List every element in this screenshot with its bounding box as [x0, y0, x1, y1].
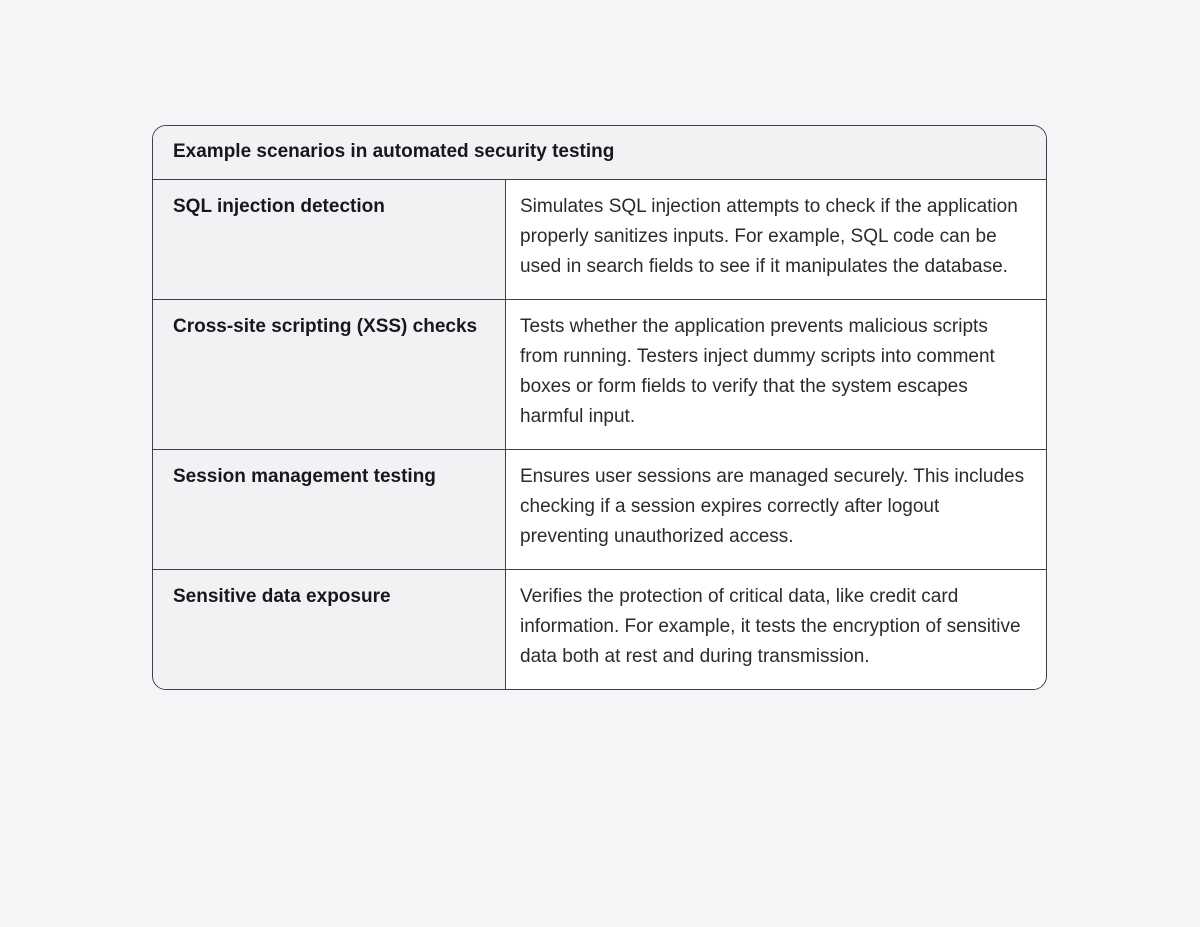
- table-title: Example scenarios in automated security …: [153, 126, 1046, 179]
- row-description-sql-injection: Simulates SQL injection attempts to chec…: [506, 180, 1046, 299]
- row-description-xss-checks: Tests whether the application prevents m…: [506, 300, 1046, 449]
- table-row: SQL injection detection Simulates SQL in…: [153, 179, 1046, 299]
- table-row: Sensitive data exposure Verifies the pro…: [153, 569, 1046, 689]
- security-testing-table: Example scenarios in automated security …: [152, 125, 1047, 690]
- table-row: Session management testing Ensures user …: [153, 449, 1046, 569]
- table-row: Cross-site scripting (XSS) checks Tests …: [153, 299, 1046, 449]
- row-description-session-management: Ensures user sessions are managed secure…: [506, 450, 1046, 569]
- row-label-sql-injection: SQL injection detection: [153, 180, 506, 299]
- row-label-session-management: Session management testing: [153, 450, 506, 569]
- row-label-sensitive-data: Sensitive data exposure: [153, 570, 506, 689]
- row-description-sensitive-data: Verifies the protection of critical data…: [506, 570, 1046, 689]
- row-label-xss-checks: Cross-site scripting (XSS) checks: [153, 300, 506, 449]
